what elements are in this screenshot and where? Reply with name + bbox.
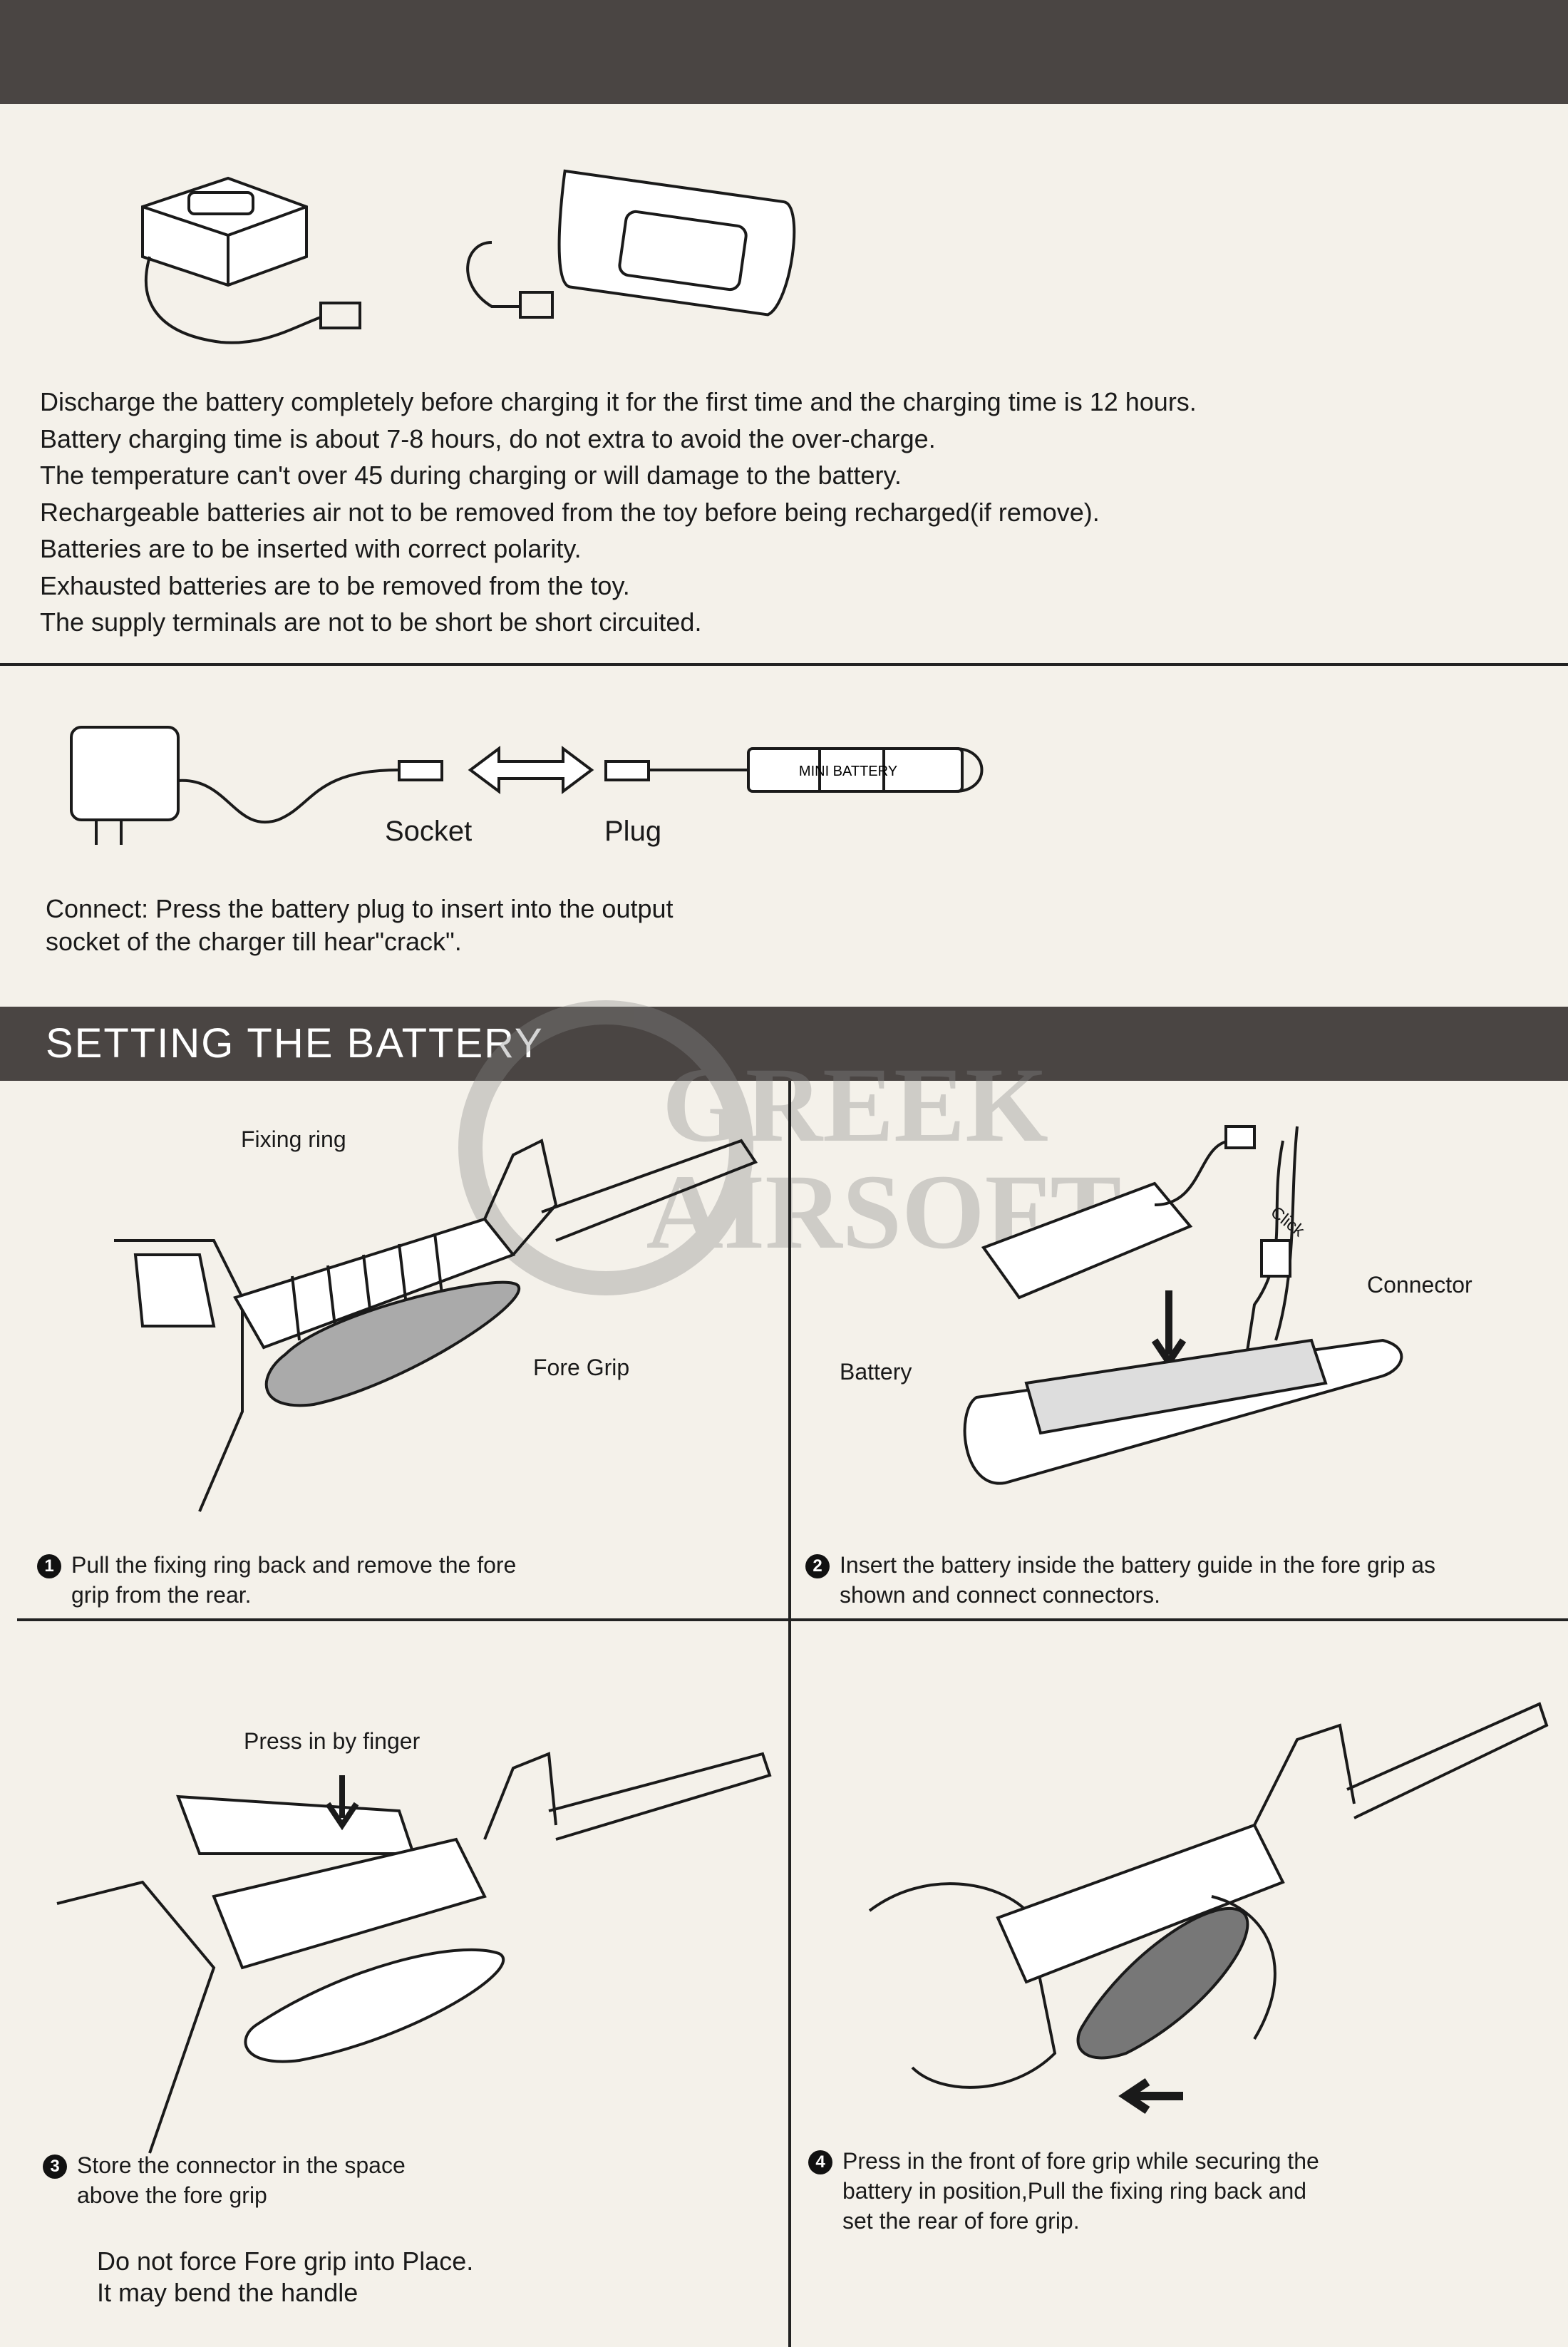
warning-line: Rechargeable batteries air not to be rem… <box>40 494 1522 531</box>
warning-line: Exhausted batteries are to be removed fr… <box>40 568 1522 605</box>
warning-line: Discharge the battery completely before … <box>40 384 1522 421</box>
divider <box>0 663 1568 666</box>
step-number-2: 2 <box>805 1554 830 1578</box>
step-2-line-1: Insert the battery inside the battery gu… <box>840 1552 1435 1578</box>
panel-divider-vertical <box>788 1081 791 2347</box>
battery-text: MINI BATTERY <box>799 764 897 779</box>
step-1-line-2: grip from the rear. <box>71 1582 252 1608</box>
step-4-line-1: Press in the front of fore grip while se… <box>842 2148 1319 2174</box>
step-4-line-3: set the rear of fore grip. <box>842 2208 1080 2234</box>
callout-fore-grip: Fore Grip <box>533 1355 629 1381</box>
plug-label: Plug <box>604 816 661 848</box>
warning-line: The temperature can't over 45 during cha… <box>40 457 1522 494</box>
step-2-caption: 2 Insert the battery inside the battery g… <box>805 1550 1435 1610</box>
connect-line-1: Connect: Press the battery plug to inser… <box>46 893 674 925</box>
step-3-line-2: above the fore grip <box>77 2182 267 2208</box>
connect-line-2: socket of the charger till hear"crack". <box>46 925 674 958</box>
step-1-rifle-illustration <box>114 1112 770 1519</box>
step-4-secure-fore-grip-illustration <box>827 1697 1554 2153</box>
step-number-1: 1 <box>37 1554 61 1578</box>
step-number-4: 4 <box>808 2150 832 2174</box>
top-header-band <box>0 0 1568 104</box>
step-3-store-connector-illustration <box>57 1725 777 2167</box>
callout-fixing-ring: Fixing ring <box>241 1126 346 1153</box>
step-3-caption: 3 Store the connector in the space above t… <box>43 2150 406 2210</box>
step-number-3: 3 <box>43 2155 67 2179</box>
step-3-line-1: Store the connector in the space <box>77 2152 406 2178</box>
socket-label: Socket <box>385 816 472 848</box>
callout-battery: Battery <box>840 1359 912 1385</box>
note-line-2: It may bend the handle <box>97 2277 473 2309</box>
callout-connector: Connector <box>1367 1272 1472 1298</box>
step-2-battery-insert-illustration <box>955 1126 1482 1533</box>
note-line-1: Do not force Fore grip into Place. <box>97 2246 473 2277</box>
callout-press-in-by-finger: Press in by finger <box>244 1728 420 1755</box>
charger-battery-illustration <box>121 164 784 371</box>
step-2-line-2: shown and connect connectors. <box>840 1582 1160 1608</box>
step-1-caption: 1 Pull the fixing ring back and remove th… <box>37 1550 516 1610</box>
panel-divider-horizontal <box>17 1618 1568 1621</box>
warning-line: Battery charging time is about 7-8 hours… <box>40 421 1522 458</box>
warning-line: The supply terminals are not to be short… <box>40 604 1522 641</box>
fore-grip-warning-note: Do not force Fore grip into Place. It ma… <box>97 2246 473 2309</box>
charger-connection-diagram: MINI BATTERY <box>64 720 1012 856</box>
step-1-line-1: Pull the fixing ring back and remove the… <box>71 1552 516 1578</box>
warning-line: Batteries are to be inserted with correc… <box>40 530 1522 568</box>
step-4-line-2: battery in position,Pull the fixing ring… <box>842 2178 1306 2204</box>
charging-warnings: Discharge the battery completely before … <box>40 384 1522 641</box>
connect-instructions: Connect: Press the battery plug to inser… <box>46 893 674 958</box>
step-4-caption: 4 Press in the front of fore grip while s… <box>808 2146 1319 2236</box>
